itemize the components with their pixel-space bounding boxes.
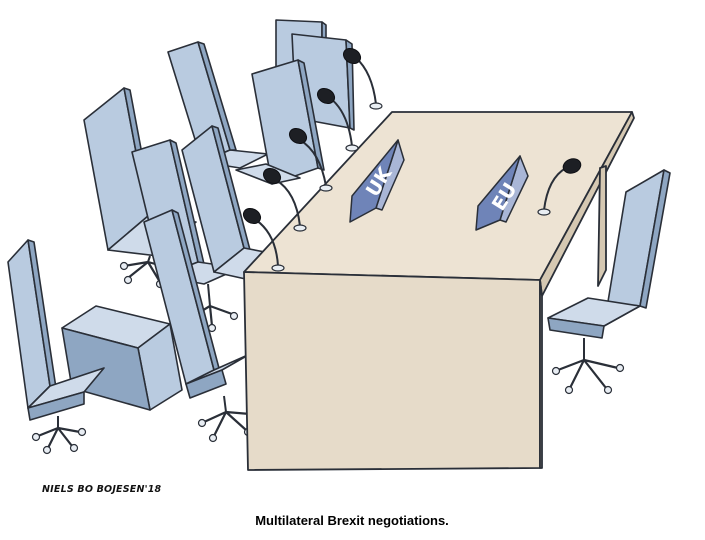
chair-front-left — [7, 239, 105, 455]
chair-mid-tall — [235, 59, 325, 185]
chair-right-eu — [547, 169, 671, 395]
microphone-1 — [342, 47, 383, 110]
cartoon-caption: Multilateral Brexit negotiations. — [255, 513, 449, 528]
microphone-5 — [242, 207, 285, 272]
microphone-2 — [316, 87, 359, 152]
microphone-3 — [288, 127, 333, 192]
negotiation-table — [243, 111, 635, 471]
chair-left-center — [181, 125, 297, 285]
microphone-eu — [537, 158, 582, 216]
microphone-4 — [262, 167, 307, 232]
artist-signature: NIELS BO BOJESEN'18 — [42, 484, 162, 495]
uk-name-sign: UK — [349, 139, 405, 223]
